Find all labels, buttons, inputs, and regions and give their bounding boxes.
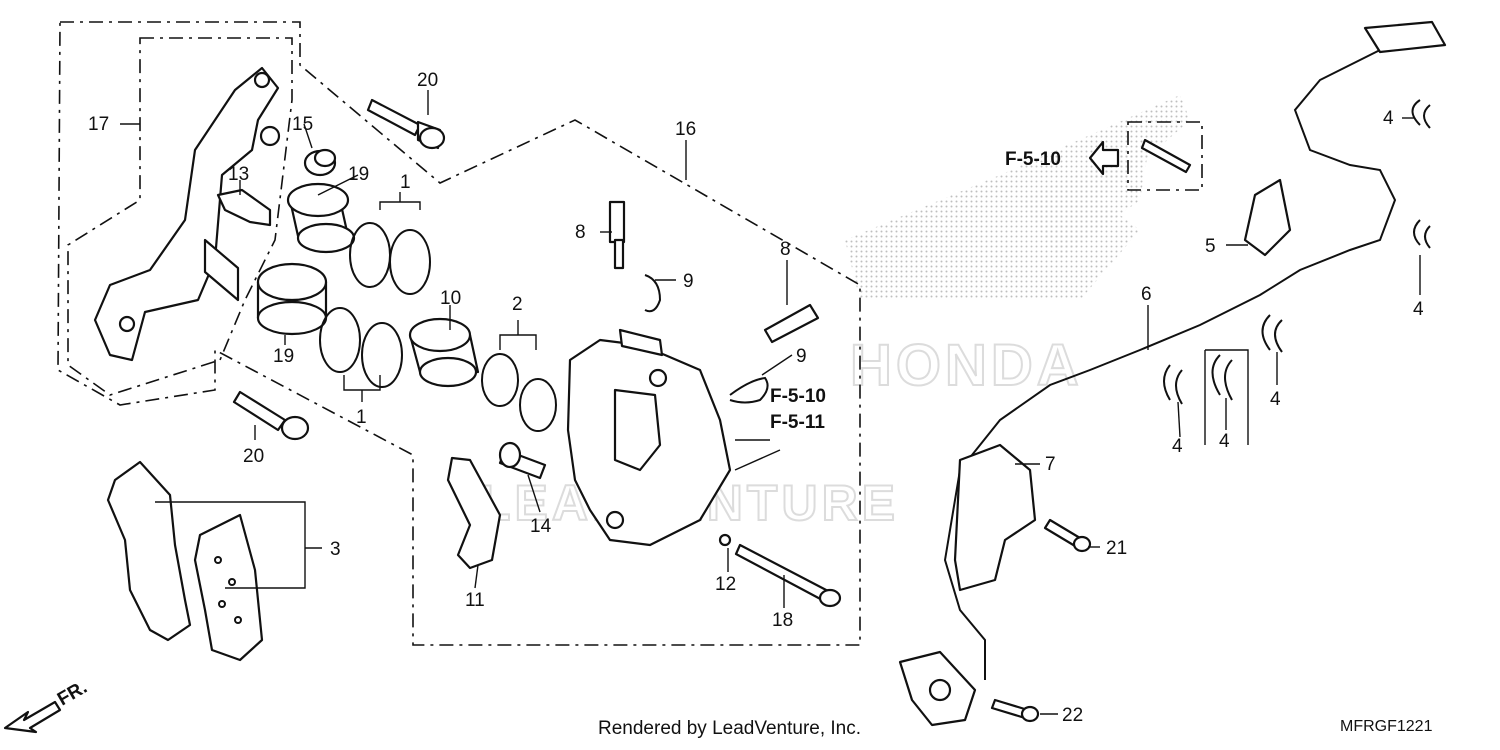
caliper-pin-long xyxy=(734,543,842,608)
sensor-stay xyxy=(1243,178,1292,257)
clamp-center-left xyxy=(1163,364,1183,405)
pad-pin xyxy=(498,441,547,480)
callout-10: 10 xyxy=(440,288,461,309)
brake-pad-front xyxy=(106,460,192,642)
bleeder-screw-right xyxy=(763,303,820,344)
reference-link-f-5-11[interactable]: F-5-11 xyxy=(770,412,825,433)
callout-14: 14 xyxy=(530,516,552,537)
callout-22: 22 xyxy=(1062,705,1083,726)
callout-labels: 1 1 2 3 4 4 4 4 4 5 6 7 8 8 9 9 10 11 12… xyxy=(88,70,1424,726)
callout-8-right: 8 xyxy=(780,239,791,260)
caliper-body xyxy=(566,328,732,547)
callout-20-lower: 20 xyxy=(243,446,264,467)
abs-sensor-harness xyxy=(943,20,1447,680)
callout-1-lower: 1 xyxy=(356,407,367,428)
callout-18: 18 xyxy=(772,610,793,631)
reference-arrow-icon xyxy=(1088,140,1120,176)
abs-cable-protector xyxy=(953,443,1037,592)
reference-link-f-5-10[interactable]: F-5-10 xyxy=(770,386,826,407)
group-outline-ref xyxy=(1127,121,1203,191)
callout-4-d: 4 xyxy=(1219,431,1230,452)
callout-9-right: 9 xyxy=(796,346,807,367)
callout-16: 16 xyxy=(675,119,696,140)
callout-20-upper: 20 xyxy=(417,70,438,91)
callout-21: 21 xyxy=(1106,538,1127,559)
clamp-center xyxy=(1211,354,1233,401)
callout-4-e: 4 xyxy=(1172,436,1183,457)
callout-19-upper: 19 xyxy=(348,164,369,185)
abs-wheel-sensor xyxy=(898,650,977,727)
mounting-bolt-upper xyxy=(366,98,446,150)
callout-4-a: 4 xyxy=(1383,108,1394,129)
piston-upper xyxy=(286,182,356,254)
callout-15: 15 xyxy=(292,114,313,135)
callout-4-b: 4 xyxy=(1413,299,1424,320)
callout-19-lower: 19 xyxy=(273,346,294,367)
piston-seals-center xyxy=(481,353,557,432)
callout-4-c: 4 xyxy=(1270,389,1281,410)
clamp-center-right xyxy=(1261,314,1283,353)
front-direction-arrow-icon: FR. xyxy=(3,677,91,734)
callout-13: 13 xyxy=(228,164,249,185)
sensor-bolt xyxy=(990,698,1040,723)
clamp-upper-right xyxy=(1411,99,1431,129)
bleeder-cap-upper xyxy=(644,274,662,313)
callout-1-upper: 1 xyxy=(400,172,411,193)
callout-6: 6 xyxy=(1141,284,1152,305)
mounting-bolt-lower xyxy=(232,390,310,441)
piston-seals-upper xyxy=(349,222,431,295)
stay-bolt xyxy=(1140,138,1192,174)
callout-17: 17 xyxy=(88,114,109,135)
protector-bolt xyxy=(1043,518,1092,553)
callout-7: 7 xyxy=(1045,454,1056,475)
callout-11: 11 xyxy=(465,590,485,611)
leader-lines xyxy=(120,90,1421,715)
bleeder-cap-right xyxy=(729,376,769,404)
footer-credit: Rendered by LeadVenture, Inc. xyxy=(598,718,862,739)
washer xyxy=(718,533,732,547)
clamp-right xyxy=(1413,219,1431,249)
brand-watermark-text: HONDA xyxy=(850,333,1083,398)
brand-watermark-wing: HONDA xyxy=(845,95,1190,399)
pin-boot xyxy=(303,148,337,177)
piston-center xyxy=(408,317,480,388)
front-marker-label: FR. xyxy=(54,677,91,710)
pad-spring-clip xyxy=(216,188,272,227)
callout-8-upper: 8 xyxy=(575,222,586,243)
callout-5: 5 xyxy=(1205,236,1216,257)
diagram-code: MFRGF1221 xyxy=(1340,718,1433,735)
callout-9-upper: 9 xyxy=(683,271,694,292)
callout-2: 2 xyxy=(512,294,523,315)
callout-12: 12 xyxy=(715,574,736,595)
reference-link-f-5-10-upper[interactable]: F-5-10 xyxy=(1005,149,1061,170)
pad-spring xyxy=(446,456,502,570)
piston-seals-lower xyxy=(319,307,403,388)
piston-lower xyxy=(256,262,328,336)
callout-3: 3 xyxy=(330,539,341,560)
caliper-bracket xyxy=(93,66,281,362)
bleeder-screw-upper xyxy=(608,200,626,270)
